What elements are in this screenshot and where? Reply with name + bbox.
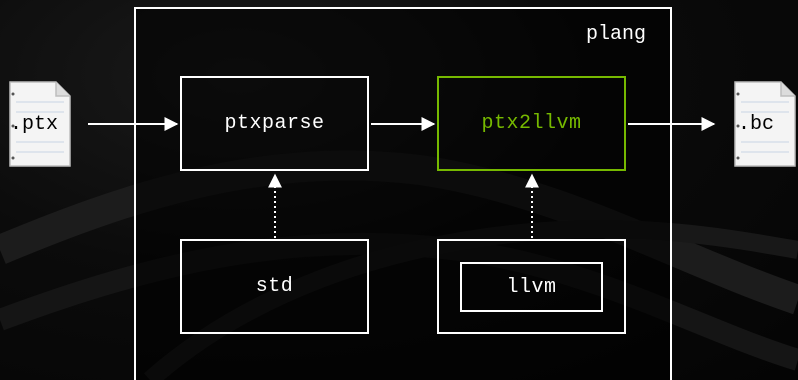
ptx-file-icon [9, 81, 71, 167]
llvm-node: llvm [460, 262, 603, 312]
bc-file-label: .bc [738, 113, 775, 136]
ptx-file-label: .ptx [10, 113, 59, 136]
plang-label: plang [585, 23, 646, 46]
ptx2llvm-node: ptx2llvm [437, 76, 626, 171]
ptxparse-node: ptxparse [180, 76, 369, 171]
std-label: std [255, 275, 294, 298]
plang-container: plang [134, 7, 672, 380]
bc-file-icon [734, 81, 796, 167]
llvm-label: llvm [506, 275, 557, 299]
llvm-outer-node [437, 239, 626, 334]
ptxparse-label: ptxparse [224, 112, 325, 135]
ptx2llvm-label: ptx2llvm [481, 112, 582, 135]
std-node: std [180, 239, 369, 334]
